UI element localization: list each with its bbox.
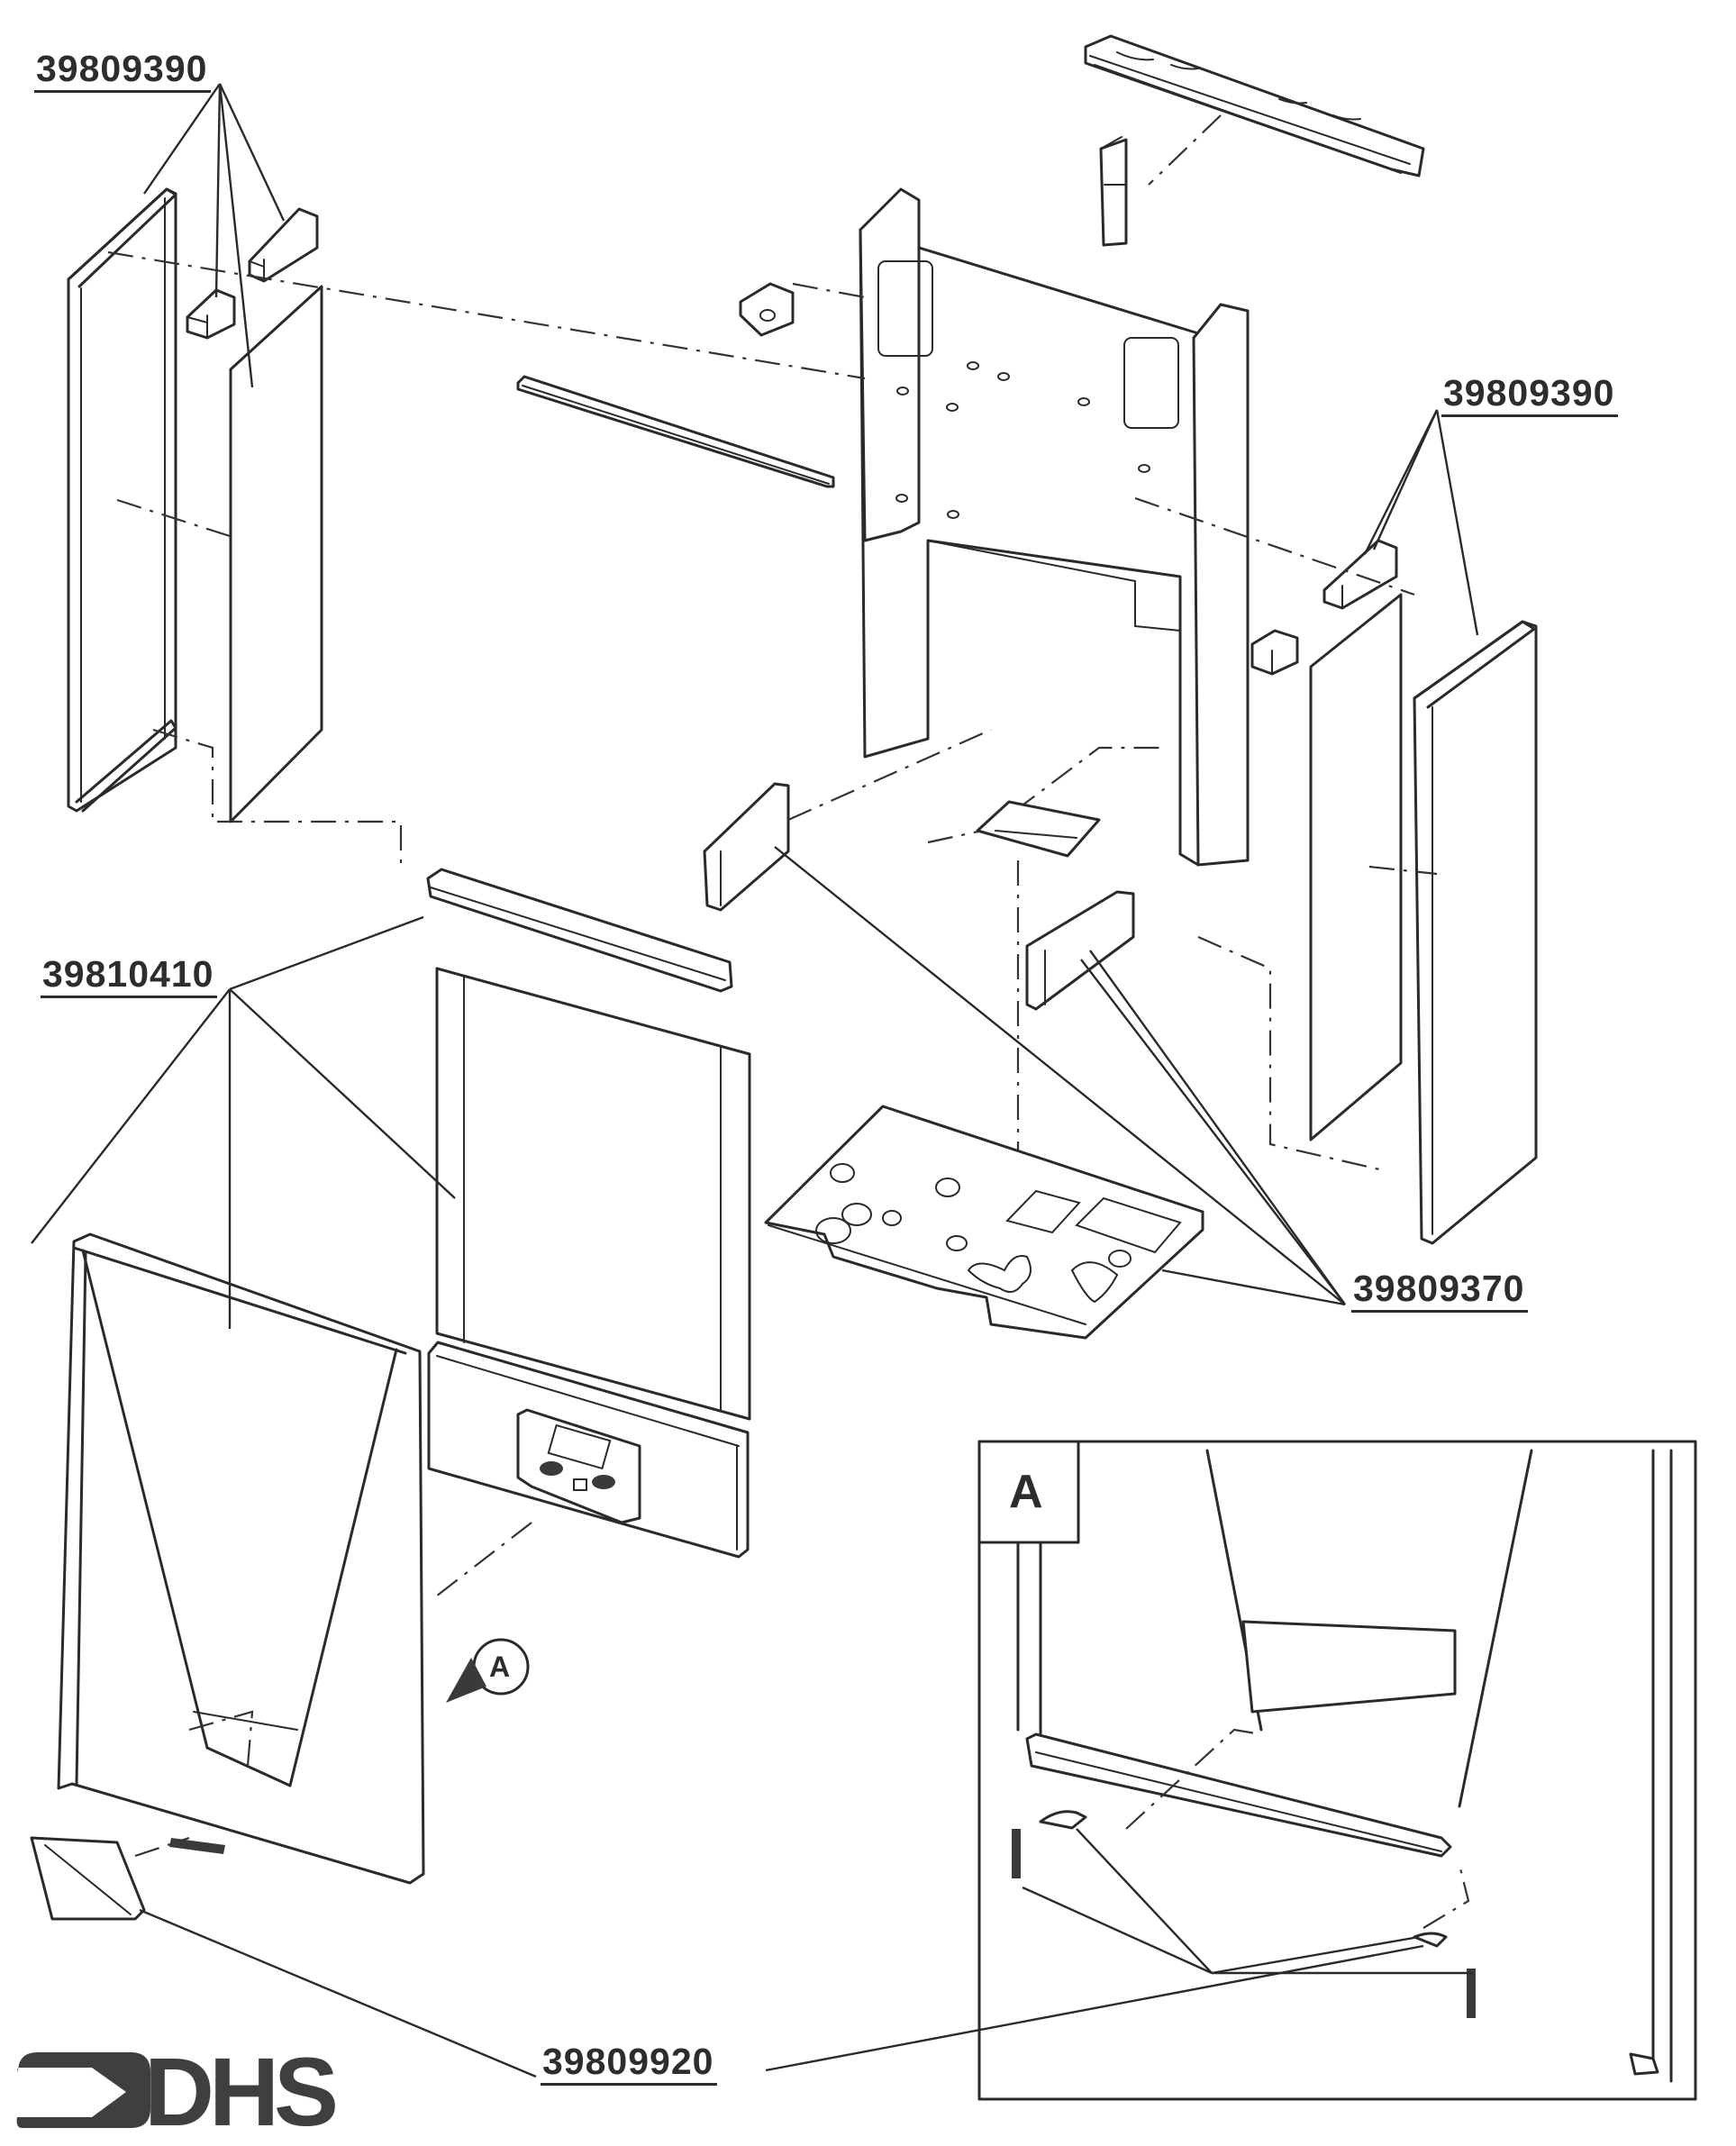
part-number-label: 39809390 [34, 50, 212, 93]
right-insulation-block-top [1322, 539, 1398, 610]
right-side-frame [1413, 620, 1538, 1245]
left-side-frame [67, 187, 177, 813]
part-number-label: 39809370 [1351, 1270, 1529, 1313]
detail-callout-letter: A [489, 1650, 511, 1683]
leader-lines [31, 83, 1479, 2078]
front-window-panel [435, 967, 751, 1421]
angle-bracket [739, 282, 795, 337]
part-number-label: 39809390 [1441, 375, 1619, 417]
part-number-label: 39809920 [541, 2043, 718, 2086]
inset-title-letter: A [1009, 1466, 1043, 1518]
right-insulation-panel [1309, 593, 1403, 1141]
company-logo-text: DHS [144, 2037, 339, 2146]
top-mounting-rail [1084, 34, 1425, 177]
left-lower-bracket [703, 782, 790, 912]
detail-inset-frame [977, 1440, 1697, 2101]
flue-bracket [1099, 136, 1128, 247]
vent-hood [976, 800, 1101, 858]
control-display-unit [516, 1408, 641, 1524]
front-cover [57, 1232, 425, 1885]
part-number-label: 39810410 [41, 956, 218, 998]
base-tray [764, 1105, 1204, 1340]
detail-callout-marker [446, 1638, 530, 1703]
bottom-trim-cover [30, 1836, 146, 1921]
left-insulation-block-bottom [186, 288, 236, 340]
right-lower-bracket [1025, 890, 1135, 1011]
left-insulation-panel [229, 285, 323, 823]
middle-top-rail [516, 375, 835, 488]
back-panel [859, 187, 1250, 867]
top-trim-bar [426, 868, 733, 993]
inset-detail-drawing [1012, 1449, 1673, 2083]
arrow-bracket-icon [16, 2052, 150, 2128]
right-insulation-block-bottom [1250, 629, 1299, 676]
